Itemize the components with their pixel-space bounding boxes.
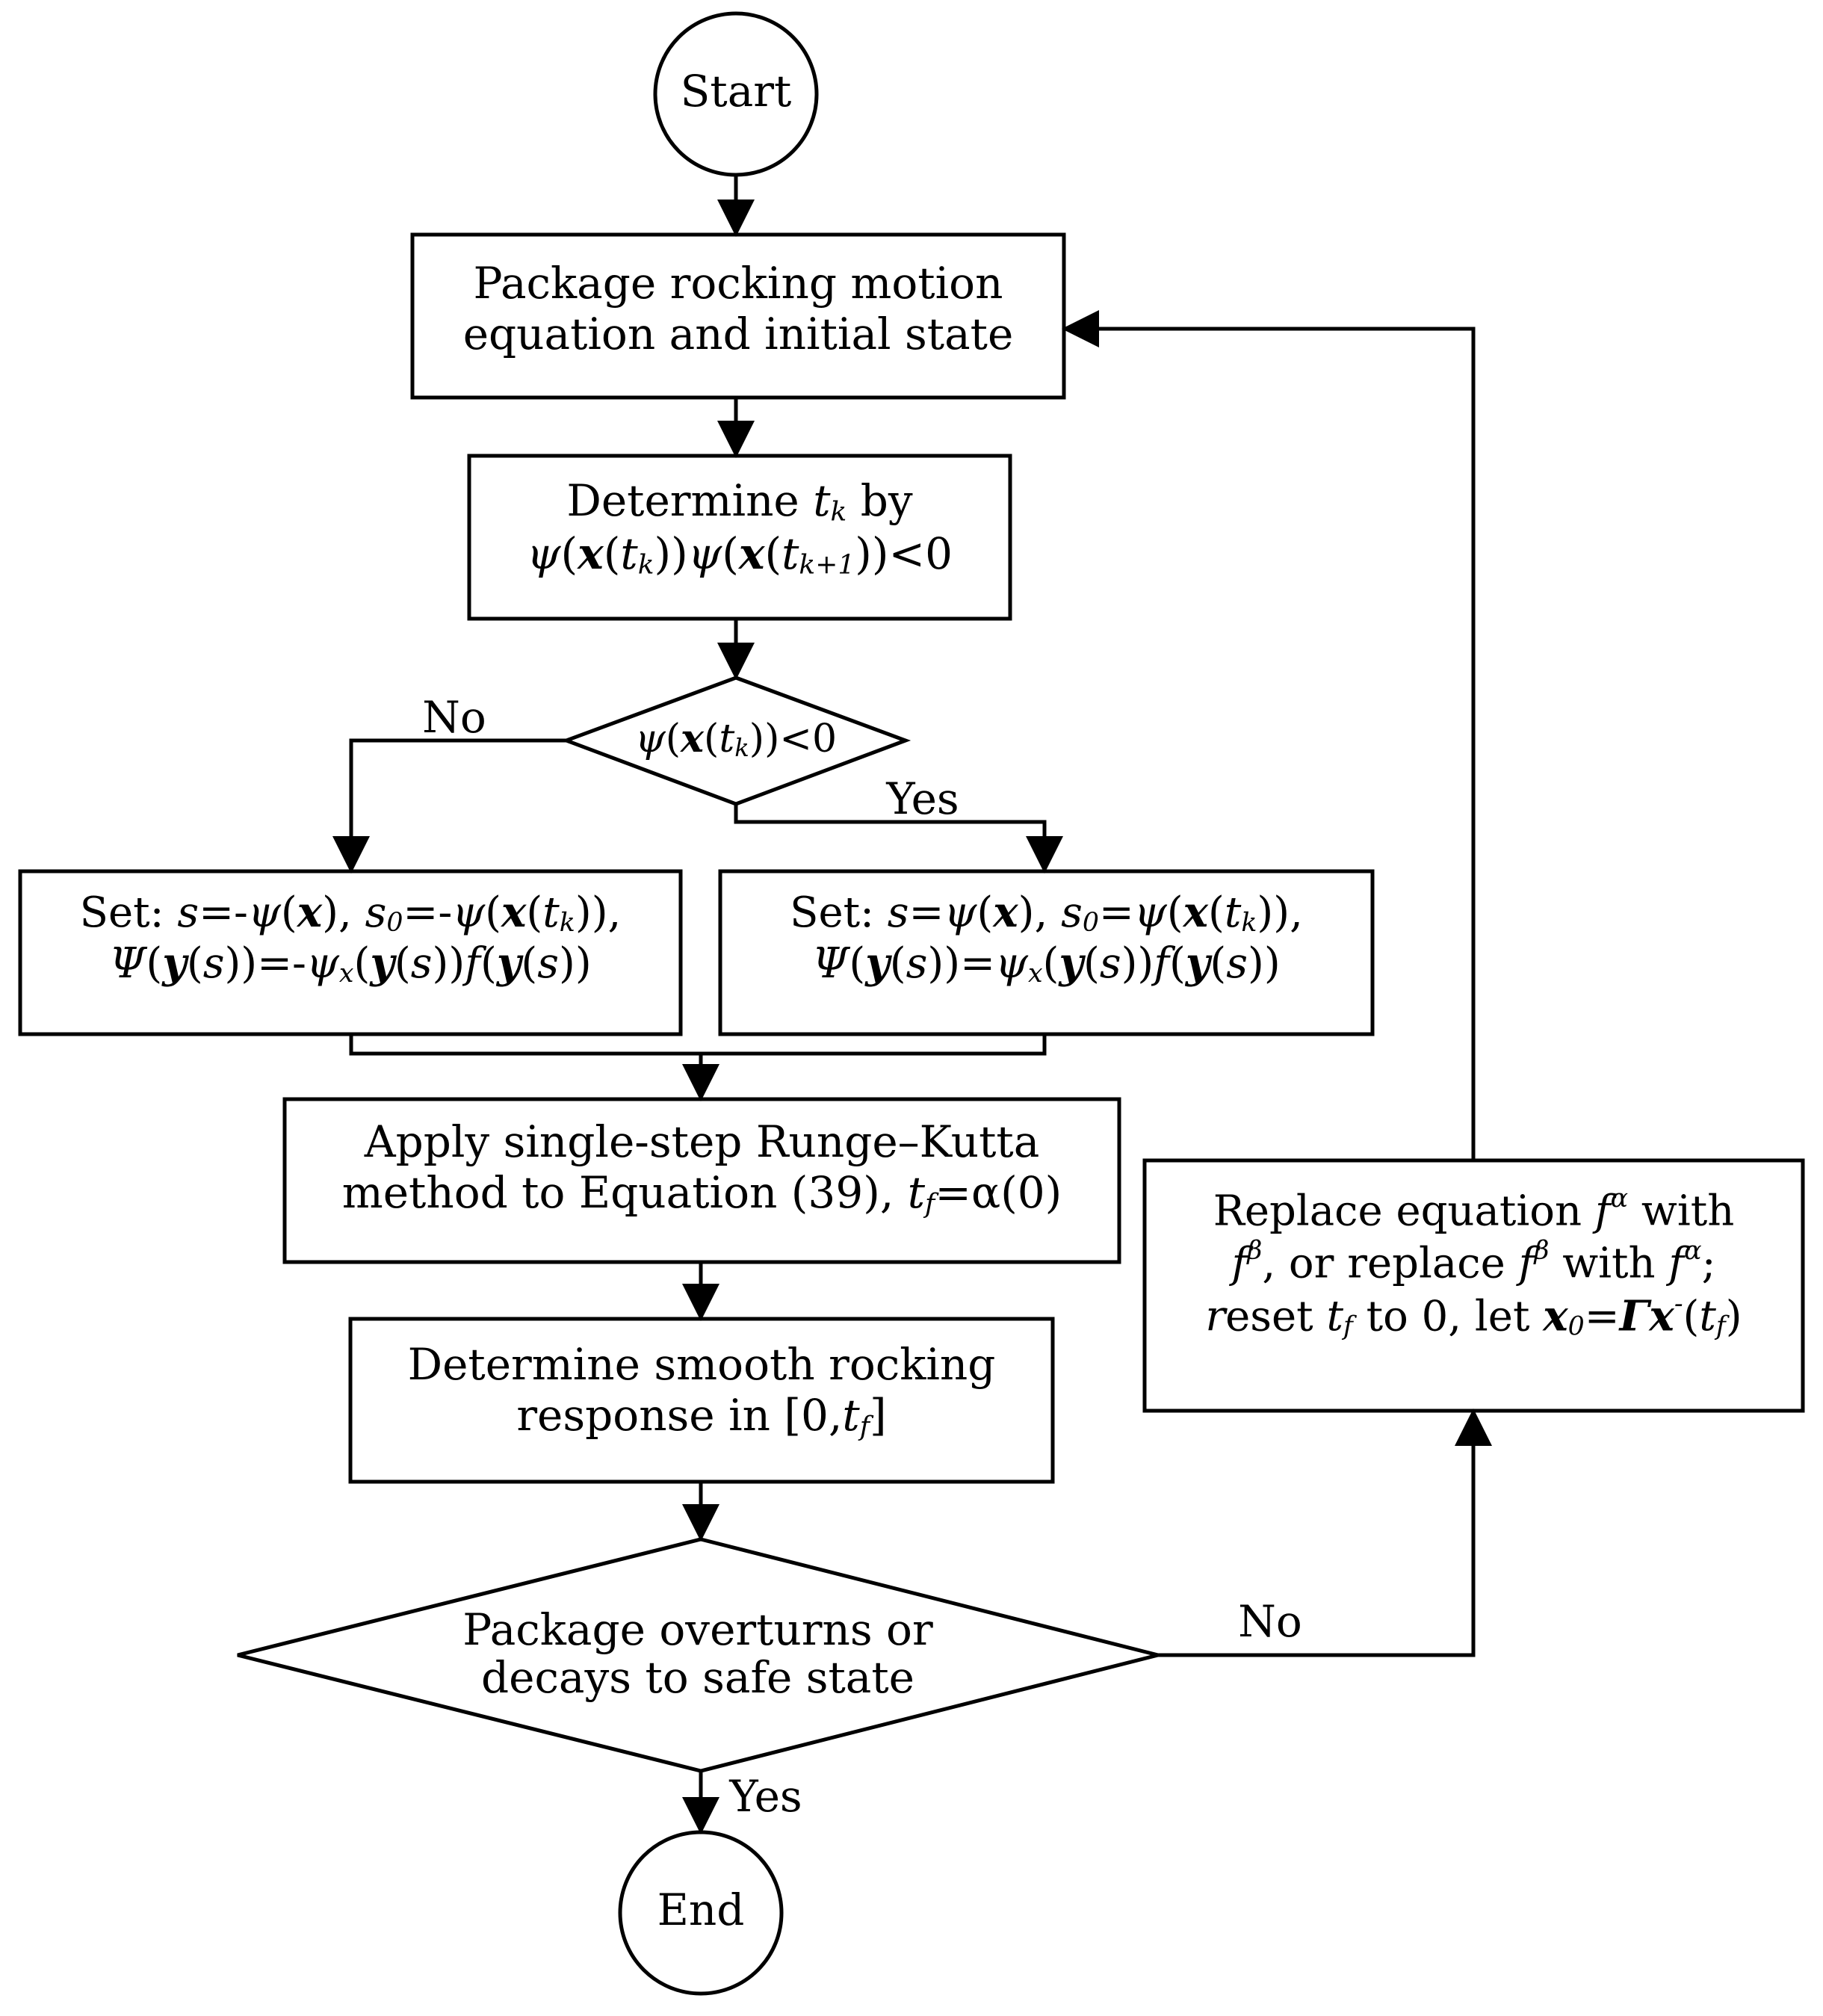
determine-tk-by: by (860, 475, 913, 526)
psi-decision-text: ψ(x(tk))<0 (634, 716, 838, 762)
set-left-line1: Set: s=-ψ(x), s0=-ψ(x(tk)), (79, 888, 622, 939)
yes-right-label: Yes (886, 773, 959, 824)
overturn-line2: decays to safe state (481, 1651, 914, 1703)
determine-smooth-line2: response in [0,tf] (350, 1390, 1053, 1443)
determine-tk-var: t (813, 475, 831, 526)
runge-kutta-line2-text: method to Equation (39), (341, 1167, 894, 1219)
replace-line1: Replace equation fα with (1213, 1184, 1735, 1236)
set-right-line1: Set: s=ψ(x), s0=ψ(x(tk)), (790, 888, 1303, 939)
determine-tk-sub: k (830, 496, 847, 528)
package-line2: equation and initial state (462, 309, 1014, 360)
package-box-text: Package rocking motion equation and init… (412, 258, 1064, 360)
determine-smooth-tf-var: t (842, 1390, 860, 1441)
overturn-line1: Package overturns or (462, 1604, 933, 1655)
arrow-decision-no (332, 738, 566, 874)
runge-kutta-tf-sub: f (925, 1188, 935, 1219)
end-label: End (657, 1884, 745, 1935)
set-right-line2: Ψ(y(s))=ψx(y(s))f(y(s)) (812, 939, 1281, 989)
runge-kutta-line1: Apply single-step Runge–Kutta (364, 1116, 1040, 1167)
determine-smooth-tf-sub: f (859, 1411, 870, 1442)
arrow-decision-yes (734, 804, 1063, 874)
determine-tk-text: Determine tk by ψ(x(tk))ψ(x(tk+1))<0 (469, 475, 1010, 581)
runge-kutta-tf-var: t (907, 1167, 926, 1219)
arrow-replace-package (1062, 310, 1476, 1160)
set-left-line2: Ψ(y(s))=-ψx(y(s))f(y(s)) (109, 939, 592, 989)
runge-kutta-line2: method to Equation (39), tf=α(0) (285, 1167, 1119, 1220)
no-right-label: No (1238, 1596, 1302, 1647)
set-right-text: Set: s=ψ(x), s0=ψ(x(tk)), Ψ(y(s))=ψx(y(s… (720, 888, 1372, 989)
no-left-label: No (422, 692, 486, 743)
start-label: Start (680, 66, 792, 117)
replace-text: Replace equation fα with fβ, or replace … (1145, 1184, 1803, 1342)
runge-kutta-alpha: =α(0) (935, 1167, 1062, 1219)
replace-line3: reset tf to 0, let x0=Γx-(tf) (1205, 1288, 1742, 1342)
overturn-decision-text: Package overturns or decays to safe stat… (238, 1604, 1158, 1703)
determine-smooth-line2-text: response in [0, (516, 1390, 843, 1441)
determine-tk-formula: ψ(x(tk))ψ(x(tk+1))<0 (527, 528, 953, 581)
arrow-overturn-no (1158, 1409, 1492, 1657)
yes-down-label: Yes (729, 1771, 802, 1822)
determine-tk-line1: Determine tk by (469, 475, 1010, 528)
determine-smooth-close: ] (870, 1390, 887, 1441)
runge-kutta-text: Apply single-step Runge–Kutta method to … (285, 1116, 1119, 1220)
determine-smooth-line1: Determine smooth rocking (407, 1339, 996, 1390)
determine-smooth-text: Determine smooth rocking response in [0,… (350, 1339, 1053, 1443)
set-left-text: Set: s=-ψ(x), s0=-ψ(x(tk)), Ψ(y(s))=-ψx(… (20, 888, 681, 989)
package-line1: Package rocking motion (473, 258, 1003, 309)
determine-tk-word: Determine (566, 475, 799, 526)
merge-line (349, 1034, 1047, 1056)
replace-line2: fβ, or replace fβ with fα; (1231, 1236, 1716, 1288)
